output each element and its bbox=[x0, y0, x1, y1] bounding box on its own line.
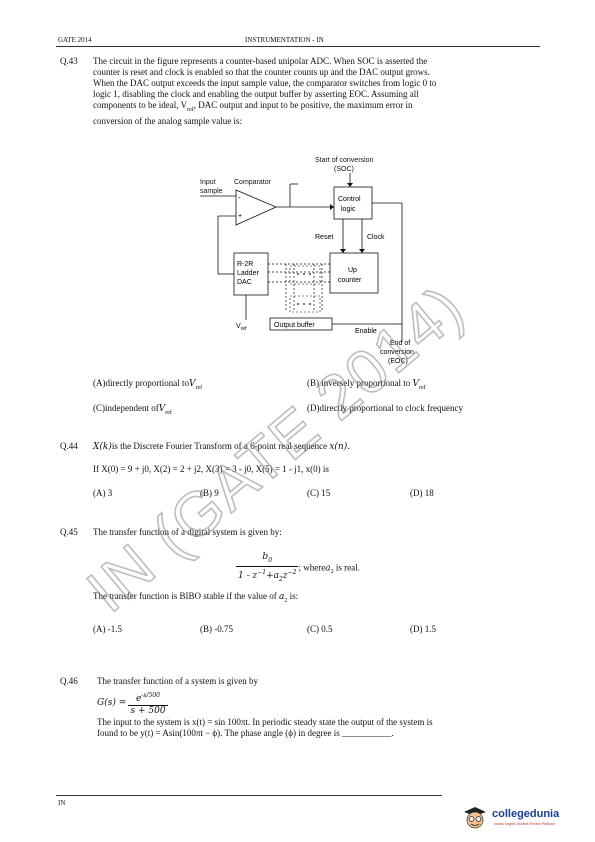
q46-fraction: e-s/500 s + 500 bbox=[128, 692, 168, 716]
q43-line-4: logic 1, disabling the clock and enablin… bbox=[93, 89, 419, 99]
q45-option-a[interactable]: (A) -1.5 bbox=[93, 624, 122, 634]
comparator-symbol bbox=[235, 189, 277, 226]
q43-stem: The circuit in the figure represents a c… bbox=[93, 56, 543, 127]
q44-option-b[interactable]: (B) 9 bbox=[200, 488, 219, 498]
collegedunia-logo: collegedunia India's largest Student Rev… bbox=[460, 804, 588, 832]
q46-stem: The transfer function of a system is giv… bbox=[97, 676, 258, 686]
q44-number: Q.44 bbox=[60, 441, 78, 451]
q43-line-5: components to be ideal, Vref, DAC output… bbox=[93, 100, 413, 113]
q43-line-1: The circuit in the figure represents a c… bbox=[93, 56, 428, 66]
comparator-plus: + bbox=[238, 213, 242, 220]
q44-option-a[interactable]: (A) 3 bbox=[93, 488, 113, 498]
dac-label-2: Ladder bbox=[237, 270, 259, 277]
clock-label: Clock bbox=[367, 234, 385, 241]
q44-given: If X(0) = 9 + j0, X(2) = 2 + j2, X(3) = … bbox=[93, 464, 329, 474]
input-label: Input bbox=[200, 179, 216, 186]
header-left: GATE 2014 bbox=[58, 36, 92, 44]
sample-label: sample bbox=[200, 188, 223, 195]
comparator-minus: - bbox=[238, 193, 241, 202]
q44-option-d[interactable]: (D) 18 bbox=[410, 488, 434, 498]
q43-option-c[interactable]: (C)independent ofVref bbox=[93, 403, 172, 416]
soc-label-2: (SOC) bbox=[334, 166, 354, 173]
q46-gs: G(s) = e-s/500 s + 500 bbox=[97, 692, 168, 716]
control-logic-box bbox=[333, 186, 373, 220]
control-label-1: Control bbox=[338, 196, 361, 203]
soc-label-1: Start of conversion bbox=[315, 157, 373, 164]
q45-option-b[interactable]: (B) -0.75 bbox=[200, 624, 233, 634]
q46-line-2: found to be y(t) = Asin(100πt − ϕ). The … bbox=[97, 728, 394, 738]
reset-label: Reset bbox=[315, 234, 333, 241]
mascot-icon bbox=[464, 807, 486, 829]
logo-tagline: India's largest Student Review Platform bbox=[494, 822, 555, 826]
comparator-label: Comparator bbox=[234, 179, 272, 186]
q45-bibo: The transfer function is BIBO stable if … bbox=[93, 591, 299, 604]
dac-label-3: DAC bbox=[237, 279, 252, 286]
q46-body: The input to the system is x(t) = sin 10… bbox=[97, 717, 542, 739]
dac-label-1: R-2R bbox=[237, 261, 253, 268]
logo-wordmark: collegedunia bbox=[492, 808, 560, 820]
q44-option-c[interactable]: (C) 15 bbox=[307, 488, 331, 498]
q45-option-c[interactable]: (C) 0.5 bbox=[307, 624, 333, 634]
vref-label: Vref bbox=[236, 323, 247, 332]
up-label-1: Up bbox=[348, 267, 357, 274]
eoc-label-3: (EOC) bbox=[388, 358, 408, 365]
q43-number: Q.43 bbox=[60, 56, 78, 66]
header-rule bbox=[56, 46, 540, 47]
q45-stem: The transfer function of a digital syste… bbox=[93, 527, 282, 537]
q43-line-6: conversion of the analog sample value is… bbox=[93, 115, 242, 126]
q45-fraction: b0 1 - z−1+a2z−2 bbox=[236, 552, 299, 583]
q45-transfer-function: b0 1 - z−1+a2z−2 ; wherea2 is real. bbox=[236, 552, 360, 583]
footer-left: IN bbox=[58, 799, 66, 807]
header-center: INSTRUMENTATION - IN bbox=[245, 36, 324, 44]
q43-line-3: When the DAC output exceeds the input sa… bbox=[93, 78, 437, 88]
q43-option-a[interactable]: (A)directly proportional toVref bbox=[93, 378, 203, 391]
up-counter-box bbox=[329, 252, 379, 294]
q43-option-b[interactable]: (B) inversely proportional to Vref bbox=[307, 378, 426, 391]
enable-label: Enable bbox=[355, 328, 377, 335]
eoc-label-2: conversion bbox=[380, 349, 414, 356]
eoc-label-1: End of bbox=[390, 340, 410, 347]
q45-option-d[interactable]: (D) 1.5 bbox=[410, 624, 436, 634]
q46-number: Q.46 bbox=[60, 676, 78, 686]
up-label-2: counter bbox=[338, 277, 362, 284]
q44-stem: X(k)is the Discrete Fourier Transform of… bbox=[93, 441, 351, 452]
control-label-2: logic bbox=[341, 206, 356, 213]
footer-rule bbox=[56, 795, 442, 796]
q43-option-d[interactable]: (D)directly proportional to clock freque… bbox=[307, 403, 463, 413]
q46-line-1: The input to the system is x(t) = sin 10… bbox=[97, 717, 433, 727]
q43-line-2: counter is reset and clock is enabled so… bbox=[93, 67, 430, 77]
buffer-label: Output buffer bbox=[274, 322, 315, 329]
adc-circuit-diagram: Start of conversion (SOC) Input sample C… bbox=[200, 157, 414, 365]
q45-number: Q.45 bbox=[60, 527, 78, 537]
